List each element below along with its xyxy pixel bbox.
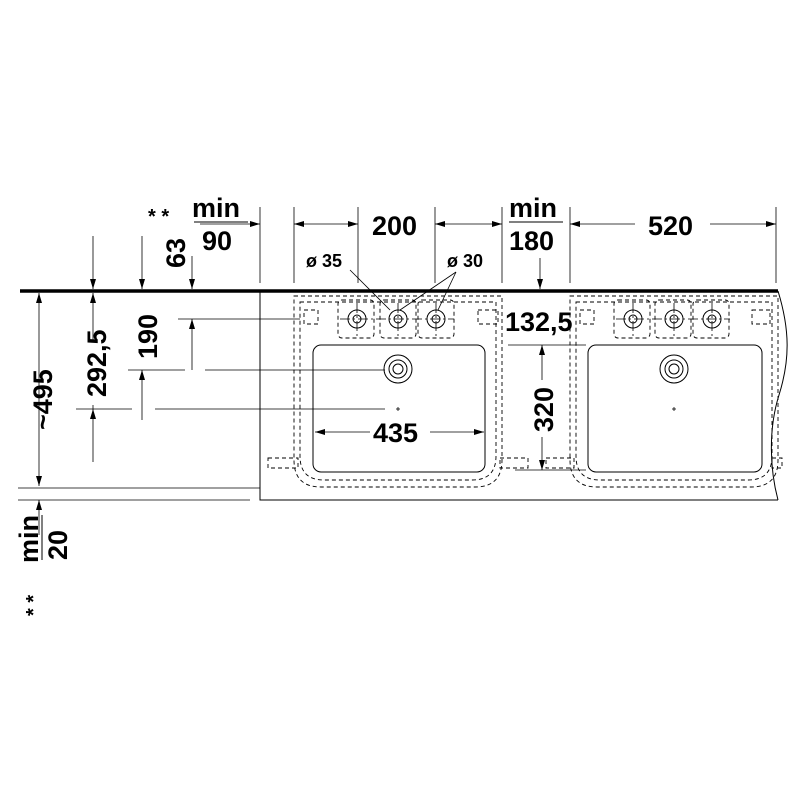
min-right-label: min	[509, 193, 557, 223]
min-right-value: 180	[509, 226, 554, 256]
stars-top: * *	[148, 206, 169, 228]
basin-dimensions	[315, 344, 586, 471]
dim-495: ~495	[28, 369, 58, 430]
dim-320: 320	[529, 387, 559, 432]
dimension-labels: * * min 90 63 200 min 180 520 ø 35 ø 30 …	[14, 193, 693, 616]
dim-190: 190	[133, 314, 163, 359]
min-top-value: 90	[202, 226, 232, 256]
dia-35: ø 35	[306, 251, 342, 271]
top-dimensions	[90, 207, 777, 311]
dim-63: 63	[161, 238, 191, 268]
left-basin	[267, 295, 529, 488]
dim-435: 435	[373, 418, 418, 448]
min-bottom-value: 20	[43, 530, 73, 560]
dim-132-5: 132,5	[505, 307, 573, 337]
right-basin	[545, 295, 783, 488]
min-bottom-label: min	[14, 515, 44, 563]
dia-30: ø 30	[447, 251, 483, 271]
dim-520: 520	[648, 211, 693, 241]
countertop-outline	[20, 289, 788, 501]
reference-lines	[18, 487, 260, 501]
left-dimensions	[36, 293, 385, 560]
min-top-label: min	[192, 193, 240, 223]
stars-bottom: * *	[23, 595, 45, 616]
dim-200: 200	[372, 211, 417, 241]
dim-292-5: 292,5	[82, 329, 112, 397]
